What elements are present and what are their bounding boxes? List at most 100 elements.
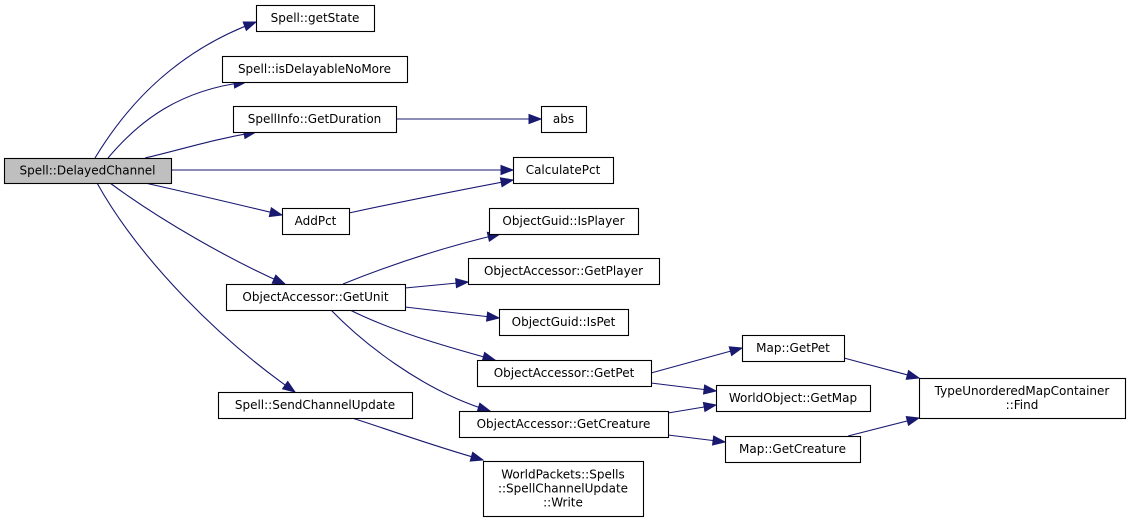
node-oaGetPet[interactable]: ObjectAccessor::GetPet (476, 359, 653, 388)
node-label: ObjectGuid::IsPlayer (502, 214, 624, 228)
edge-oaGetPet-to-getMap (650, 382, 718, 395)
edge-getUnit-to-oaGetPet (349, 309, 497, 362)
node-box[interactable] (476, 359, 653, 388)
arrowhead-icon (455, 277, 470, 289)
node-label: Spell::SendChannelUpdate (235, 398, 395, 412)
edge-line (342, 233, 501, 285)
edge-line (348, 179, 514, 214)
edge-root-to-getDuration (144, 129, 258, 159)
node-label: ObjectAccessor::GetPet (494, 366, 635, 380)
node-label: Spell::isDelayableNoMore (238, 62, 391, 76)
node-label: Map::GetPet (756, 341, 830, 355)
node-getPlayer[interactable]: ObjectAccessor::GetPlayer (467, 257, 661, 286)
edge-root-to-isDelayable (107, 78, 248, 159)
node-isPlayer[interactable]: ObjectGuid::IsPlayer (488, 207, 640, 236)
edge-oaGetPet-to-mapGetPet (650, 346, 744, 374)
node-box[interactable] (741, 334, 846, 363)
node-label: AddPct (295, 214, 337, 228)
edge-line (144, 131, 257, 159)
node-label: ::Find (1006, 398, 1039, 412)
node-oaGetCreature[interactable]: ObjectAccessor::GetCreature (458, 410, 670, 439)
node-isPet[interactable]: ObjectGuid::IsPet (498, 308, 630, 337)
node-mapGetPet[interactable]: Map::GetPet (741, 334, 846, 363)
node-label: CalculatePct (526, 163, 601, 177)
node-box[interactable] (715, 384, 872, 413)
node-box[interactable] (281, 207, 351, 236)
arrowhead-icon (281, 380, 297, 393)
edge-root-to-getState (94, 21, 258, 159)
node-getState[interactable]: Spell::getState (255, 4, 376, 33)
node-box[interactable] (512, 156, 615, 185)
node-isDelayable[interactable]: Spell::isDelayableNoMore (221, 55, 409, 84)
node-label: SpellInfo::GetDuration (248, 112, 382, 126)
edge-line (650, 347, 743, 374)
arrowhead-icon (905, 416, 921, 427)
nodes-layer: Spell::DelayedChannel Spell::getStateSpel… (3, 4, 1127, 518)
edge-line (109, 182, 286, 285)
node-box[interactable] (217, 391, 414, 420)
arrowhead-icon (711, 435, 727, 446)
arrowhead-icon (469, 451, 485, 462)
node-getUnit[interactable]: ObjectAccessor::GetUnit (225, 283, 407, 312)
node-box[interactable] (724, 435, 862, 464)
node-label: ObjectGuid::IsPet (512, 315, 616, 329)
edge-sendChannel-to-write (351, 417, 485, 462)
node-label: WorldPackets::Spells (501, 468, 625, 482)
node-abs[interactable]: abs (540, 105, 588, 134)
edge-getDuration-to-abs (396, 113, 543, 125)
edge-getUnit-to-isPet (404, 306, 501, 322)
node-write[interactable]: WorldPackets::Spells::SpellChannelUpdate… (482, 460, 645, 518)
arrowhead-icon (905, 369, 921, 380)
node-label: abs (553, 112, 574, 126)
node-find[interactable]: TypeUnorderedMapContainer::Find (918, 377, 1127, 420)
node-box[interactable] (232, 105, 398, 134)
node-box[interactable] (3, 157, 173, 185)
node-getMap[interactable]: WorldObject::GetMap (715, 384, 872, 413)
node-addPct[interactable]: AddPct (281, 207, 351, 236)
node-label: Spell::DelayedChannel (19, 164, 155, 178)
node-label: ::SpellChannelUpdate (498, 482, 628, 496)
node-label: ObjectAccessor::GetPlayer (484, 264, 643, 278)
node-label: ::Write (543, 496, 583, 510)
arrowhead-icon (268, 207, 284, 218)
arrowhead-icon (702, 384, 718, 395)
node-box[interactable] (225, 283, 407, 312)
edge-root-to-sendChannel (96, 182, 297, 393)
node-box[interactable] (918, 377, 1127, 420)
node-box[interactable] (482, 460, 645, 518)
node-box[interactable] (458, 410, 670, 439)
arrowhead-icon (271, 274, 287, 285)
edge-line (351, 417, 484, 461)
edge-root-to-addPct (144, 182, 284, 218)
node-sendChannel[interactable]: Spell::SendChannelUpdate (217, 391, 414, 420)
edge-oaGetCreature-to-getMap (667, 401, 718, 414)
arrowhead-icon (702, 401, 718, 413)
arrowhead-icon (728, 346, 744, 357)
node-box[interactable] (540, 105, 588, 134)
arrowhead-icon (476, 402, 492, 413)
node-box[interactable] (221, 55, 409, 84)
node-box[interactable] (467, 257, 661, 286)
edge-line (404, 306, 500, 319)
node-label: Map::GetCreature (739, 442, 846, 456)
node-box[interactable] (498, 308, 630, 337)
edge-oaGetCreature-to-mapGetCreature (667, 434, 727, 446)
node-box[interactable] (255, 4, 376, 33)
node-getDuration[interactable]: SpellInfo::GetDuration (232, 105, 398, 134)
node-root[interactable]: Spell::DelayedChannel (3, 157, 173, 185)
node-label: Spell::getState (271, 11, 360, 25)
node-box[interactable] (488, 207, 640, 236)
edge-line (330, 309, 491, 412)
edge-line (144, 182, 283, 216)
edge-getUnit-to-getPlayer (404, 277, 470, 289)
arrowhead-icon (528, 113, 543, 125)
edge-line (107, 81, 247, 159)
edge-getUnit-to-oaGetCreature (330, 309, 492, 413)
edge-line (94, 21, 257, 159)
node-label: ObjectAccessor::GetCreature (477, 417, 651, 431)
edge-mapGetCreature-to-find (847, 416, 921, 437)
arrowhead-icon (242, 21, 258, 32)
node-mapGetCreature[interactable]: Map::GetCreature (724, 435, 862, 464)
node-calcPct[interactable]: CalculatePct (512, 156, 615, 185)
